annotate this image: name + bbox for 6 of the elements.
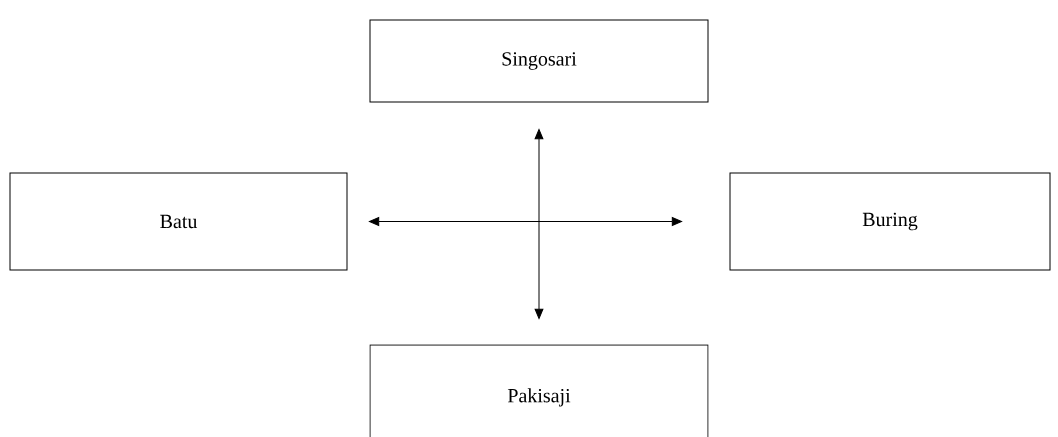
place-box: Pakisaji: [369, 344, 709, 437]
arrow: [534, 129, 544, 319]
arrow: [369, 217, 682, 226]
place-box: Singosari: [369, 19, 709, 103]
place-box: Batu: [9, 172, 348, 271]
place-box: Buring: [729, 172, 1051, 271]
